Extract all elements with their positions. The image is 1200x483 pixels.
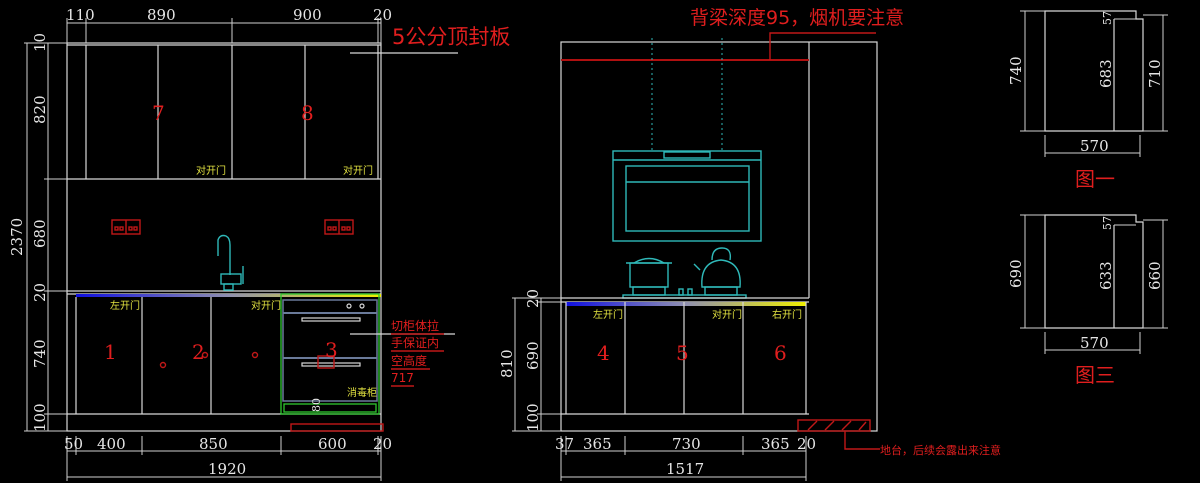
leader-line — [769, 32, 876, 60]
cooktop-icon — [622, 247, 747, 299]
door-number: 5 — [676, 341, 689, 365]
dishwasher-note: 切柜体拉 手保证内 空高度 717 — [391, 318, 444, 387]
figure-title: 图三 — [1075, 363, 1115, 387]
dim-label: 690 — [1007, 259, 1025, 288]
dim-label: 2370 — [8, 218, 26, 256]
dim-label: 570 — [1080, 334, 1109, 352]
dim-label: 633 — [1097, 261, 1115, 290]
door-type-label: 左开门 — [593, 308, 623, 321]
dim-label: 900 — [293, 6, 322, 24]
svg-text:空高度: 空高度 — [391, 353, 427, 368]
door-number: 6 — [774, 341, 787, 365]
socket-icon — [111, 219, 141, 235]
figure-title: 图一 — [1075, 167, 1115, 191]
light-strip — [566, 302, 806, 306]
door-type-label: 右开门 — [772, 308, 802, 321]
figure-1: 740 683 710 57 570 图一 — [1007, 10, 1168, 191]
door-number: 3 — [325, 338, 338, 362]
door-type-label: 对开门 — [251, 299, 281, 312]
dim-label: 20 — [31, 283, 49, 302]
range-hood-icon — [612, 150, 762, 242]
dim-label: 365 — [761, 435, 790, 453]
dim-label: 80 — [310, 398, 323, 412]
dim-label: 20 — [797, 435, 816, 453]
dim-label: 680 — [31, 219, 49, 248]
light-strip — [76, 294, 381, 297]
dim-label: 365 — [583, 435, 612, 453]
door-number: 4 — [597, 341, 610, 365]
door-type-label: 对开门 — [196, 164, 226, 177]
beam-note: 背梁深度95，烟机要注意 — [690, 7, 904, 29]
door-type-label: 对开门 — [343, 164, 373, 177]
dim-label: 100 — [31, 403, 49, 432]
svg-text:手保证内: 手保证内 — [391, 336, 439, 350]
dim-label: 50 — [64, 435, 83, 453]
dim-label: 110 — [66, 6, 95, 24]
dim-label: 57 — [1101, 216, 1114, 230]
dim-label: 600 — [318, 435, 347, 453]
dim-label: 740 — [1007, 56, 1025, 85]
door-number: 1 — [104, 340, 117, 364]
dim-label: 890 — [147, 6, 176, 24]
figure-3: 690 633 660 57 570 图三 — [1007, 214, 1168, 387]
dim-label: 683 — [1097, 59, 1115, 88]
dim-label: 570 — [1080, 137, 1109, 155]
dim-label: 850 — [199, 435, 228, 453]
socket-icon — [324, 219, 354, 235]
dim-label: 810 — [498, 349, 516, 378]
leader-line — [844, 431, 880, 450]
dim-label: 730 — [672, 435, 701, 453]
plinth-marker — [290, 423, 384, 432]
dim-total-label: 1517 — [666, 460, 704, 478]
platform-note: 地台，后续会露出来注意 — [880, 443, 1001, 457]
left-elevation: 7 8 1 2 3 对开门 对开门 左开门 对开门 消毒柜 80 110 890… — [8, 6, 510, 481]
cabinet-outline — [66, 42, 382, 432]
dim-label: 660 — [1146, 261, 1164, 290]
dim-label: 100 — [524, 403, 542, 432]
middle-elevation: 背梁深度95，烟机要注意 4 5 6 左开门 对开门 右开门 — [498, 7, 1001, 481]
dim-label: 37 — [555, 435, 574, 453]
dim-label: 400 — [97, 435, 126, 453]
dim-total-label: 1920 — [208, 460, 246, 478]
platform-marker — [797, 419, 871, 432]
door-number: 2 — [192, 340, 205, 364]
dim-label: 20 — [524, 289, 542, 308]
dim-label: 690 — [524, 341, 542, 370]
dim-label: 710 — [1146, 59, 1164, 88]
door-type-label: 对开门 — [712, 308, 742, 321]
dim-label: 20 — [373, 6, 392, 24]
door-number: 7 — [152, 101, 165, 125]
faucet-icon — [217, 234, 244, 291]
svg-text:切柜体拉: 切柜体拉 — [391, 318, 439, 333]
door-number: 8 — [301, 101, 314, 125]
dim-label: 10 — [31, 33, 49, 52]
dishwasher — [280, 293, 380, 415]
dim-label: 820 — [31, 95, 49, 124]
top-panel-note: 5公分顶封板 — [392, 25, 510, 49]
cabinet-outline — [560, 41, 878, 432]
dim-label: 740 — [31, 339, 49, 368]
dim-label: 57 — [1101, 11, 1114, 25]
door-type-label: 左开门 — [110, 299, 140, 312]
dim-label: 20 — [373, 435, 392, 453]
svg-text:717: 717 — [391, 371, 414, 385]
door-type-label: 消毒柜 — [347, 386, 377, 399]
